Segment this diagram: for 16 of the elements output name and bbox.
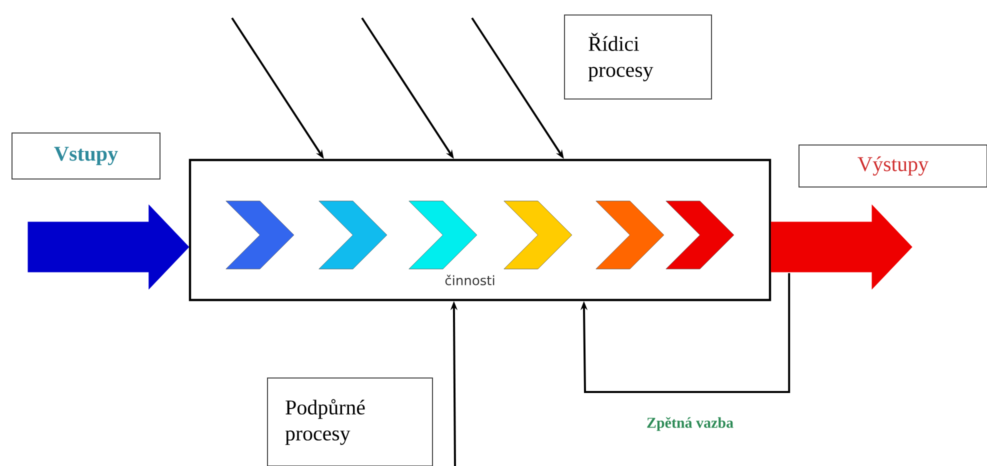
chevron-shape bbox=[596, 200, 664, 270]
block-arrow bbox=[770, 204, 912, 290]
chevron-shape bbox=[504, 200, 572, 270]
chevron-shape bbox=[666, 200, 734, 270]
label-box: Vstupy bbox=[12, 132, 160, 180]
feedback-arrow bbox=[580, 273, 790, 393]
label-box: Podpůrné procesy bbox=[267, 378, 433, 466]
edge-label: Zpětná vazba bbox=[644, 415, 736, 433]
chevron-shape bbox=[408, 200, 478, 270]
chevron-shape bbox=[226, 200, 294, 270]
block-arrow bbox=[28, 204, 190, 290]
process-box bbox=[188, 158, 772, 302]
label-box: Řídici procesy bbox=[564, 14, 712, 100]
chevron-shape bbox=[318, 200, 388, 270]
box-caption: činnosti bbox=[445, 274, 494, 286]
label-box: Výstupy bbox=[798, 144, 987, 188]
